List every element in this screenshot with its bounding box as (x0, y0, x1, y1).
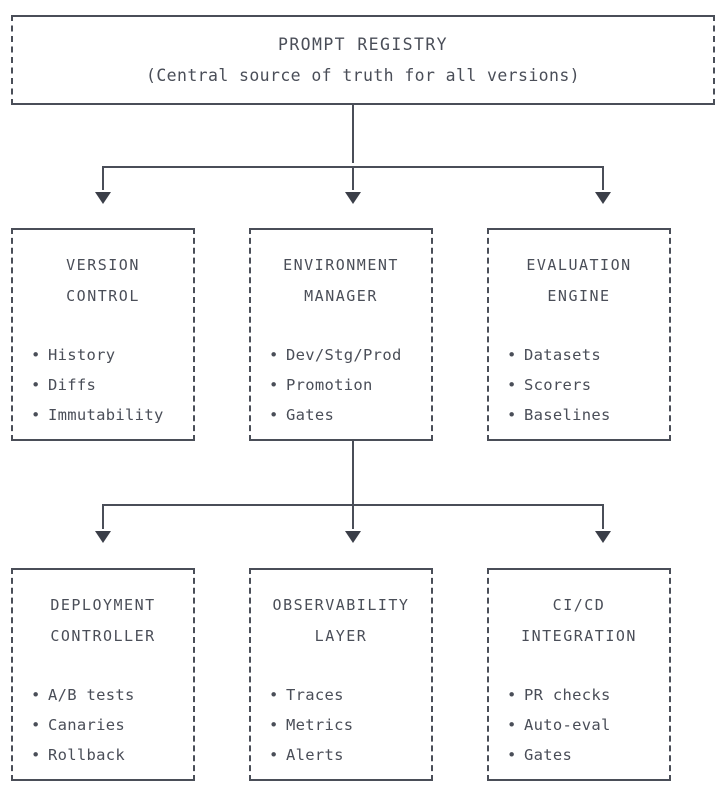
node-cicd-integration: CI/CD INTEGRATION PR checks Auto-eval Ga… (487, 568, 671, 781)
node-bullet-list: PR checks Auto-eval Gates (489, 680, 669, 770)
connector-root-stem (352, 105, 354, 163)
list-item: Promotion (269, 370, 431, 400)
list-item: Gates (269, 400, 431, 430)
node-title: DEPLOYMENT CONTROLLER (13, 590, 193, 652)
node-bullet-list: Datasets Scorers Baselines (489, 340, 669, 430)
list-item: Baselines (507, 400, 669, 430)
node-version-control: VERSION CONTROL History Diffs Immutabili… (11, 228, 195, 441)
node-title: ENVIRONMENT MANAGER (251, 250, 431, 312)
list-item: Immutability (31, 400, 193, 430)
node-title-line-2: MANAGER (304, 287, 378, 305)
list-item: Scorers (507, 370, 669, 400)
node-bullet-list: Dev/Stg/Prod Promotion Gates (251, 340, 431, 430)
arrow-row1-right (595, 192, 611, 204)
connector-row2-drop-mid (352, 504, 354, 529)
connector-row2-drop-right (602, 504, 604, 529)
arrow-row1-mid (345, 192, 361, 204)
connector-row2-drop-left (102, 504, 104, 529)
node-observability-layer: OBSERVABILITY LAYER Traces Metrics Alert… (249, 568, 433, 781)
node-title-line-1: ENVIRONMENT (283, 256, 399, 274)
list-item: Metrics (269, 710, 431, 740)
arrow-row2-mid (345, 531, 361, 543)
list-item: A/B tests (31, 680, 193, 710)
node-bullet-list: A/B tests Canaries Rollback (13, 680, 193, 770)
list-item: Canaries (31, 710, 193, 740)
node-title-line-2: ENGINE (547, 287, 611, 305)
node-title-line-1: OBSERVABILITY (272, 596, 410, 614)
list-item: Dev/Stg/Prod (269, 340, 431, 370)
list-item: History (31, 340, 193, 370)
node-title: OBSERVABILITY LAYER (251, 590, 431, 652)
node-title-line-2: CONTROLLER (50, 627, 156, 645)
node-bullet-list: Traces Metrics Alerts (251, 680, 431, 770)
root-title: PROMPT REGISTRY (277, 35, 448, 54)
connector-row1-drop-left (102, 166, 104, 190)
list-item: Alerts (269, 740, 431, 770)
list-item: Rollback (31, 740, 193, 770)
connector-row1-drop-mid (352, 166, 354, 190)
node-title-line-1: EVALUATION (526, 256, 632, 274)
arrow-row1-left (95, 192, 111, 204)
node-title: VERSION CONTROL (13, 250, 193, 312)
node-title-line-1: CI/CD (552, 596, 606, 614)
arrow-row2-left (95, 531, 111, 543)
node-evaluation-engine: EVALUATION ENGINE Datasets Scorers Basel… (487, 228, 671, 441)
list-item: Datasets (507, 340, 669, 370)
list-item: PR checks (507, 680, 669, 710)
node-title: EVALUATION ENGINE (489, 250, 669, 312)
node-environment-manager: ENVIRONMENT MANAGER Dev/Stg/Prod Promoti… (249, 228, 433, 441)
node-title-line-2: INTEGRATION (521, 627, 637, 645)
root-subtitle: (Central source of truth for all version… (145, 66, 581, 85)
connector-mid-stem (352, 441, 354, 524)
node-title-line-1: DEPLOYMENT (50, 596, 156, 614)
list-item: Gates (507, 740, 669, 770)
arrow-row2-right (595, 531, 611, 543)
connector-row1-drop-right (602, 166, 604, 190)
node-prompt-registry: PROMPT REGISTRY (Central source of truth… (11, 15, 715, 105)
node-bullet-list: History Diffs Immutability (13, 340, 193, 430)
node-title: CI/CD INTEGRATION (489, 590, 669, 652)
list-item: Auto-eval (507, 710, 669, 740)
node-deployment-controller: DEPLOYMENT CONTROLLER A/B tests Canaries… (11, 568, 195, 781)
list-item: Traces (269, 680, 431, 710)
list-item: Diffs (31, 370, 193, 400)
node-title-line-2: CONTROL (66, 287, 140, 305)
node-title-line-1: VERSION (66, 256, 140, 274)
node-title-line-2: LAYER (314, 627, 368, 645)
